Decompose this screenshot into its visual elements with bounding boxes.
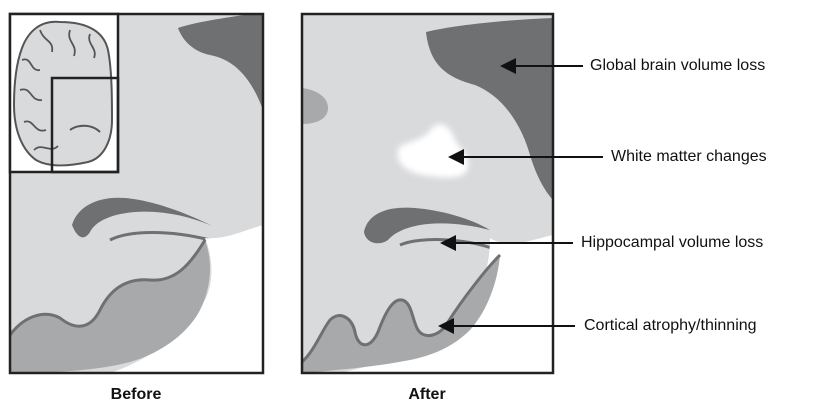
label-global-volume-loss: Global brain volume loss	[590, 57, 765, 75]
before-panel	[10, 14, 263, 373]
label-white-matter-changes: White matter changes	[611, 148, 767, 166]
before-caption: Before	[86, 386, 186, 404]
inset-brain-outline	[14, 22, 112, 166]
after-caption: After	[377, 386, 477, 404]
label-cortical-atrophy: Cortical atrophy/thinning	[584, 317, 757, 335]
after-panel	[302, 14, 553, 373]
label-hippocampal-volume-loss: Hippocampal volume loss	[581, 234, 763, 252]
inset-coronal-thumbnail	[10, 14, 118, 172]
